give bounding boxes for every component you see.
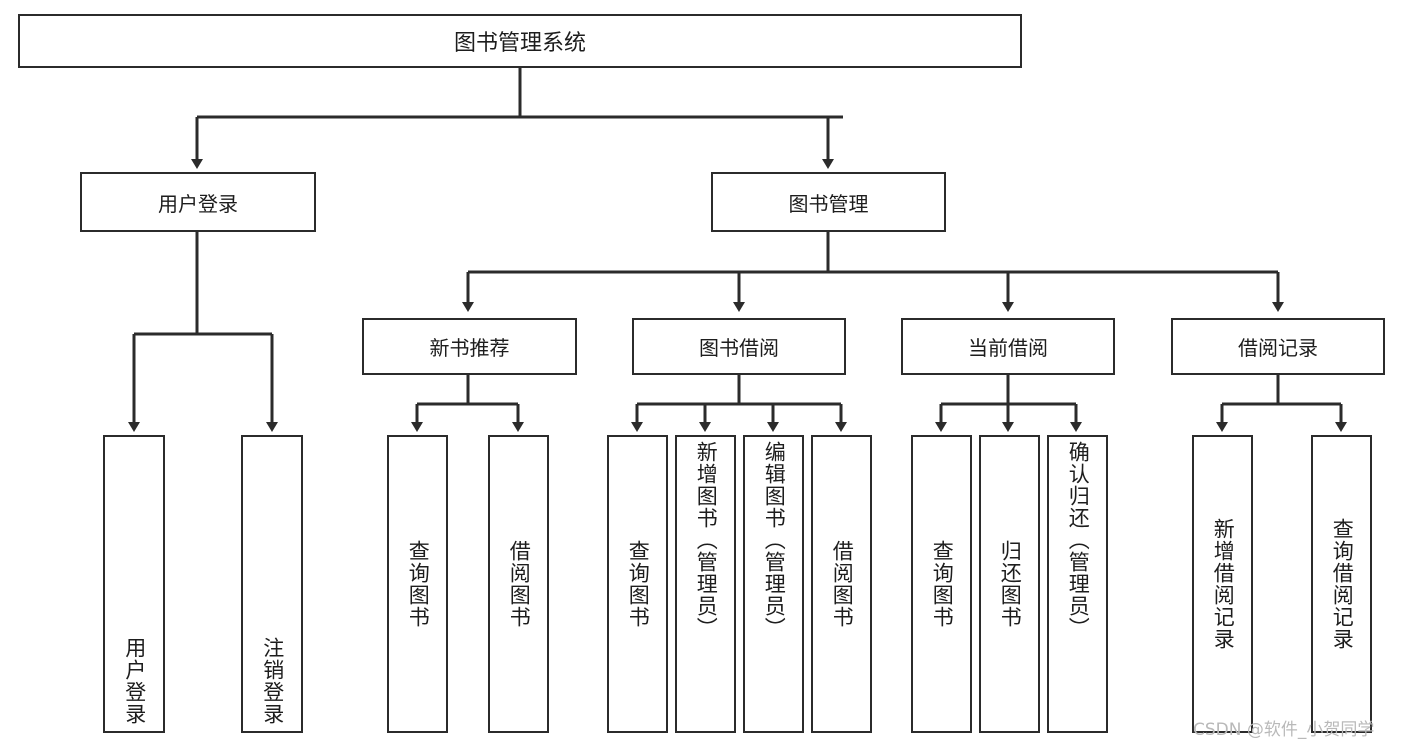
leaf-confirm-return-admin[interactable]: 确认归还（管理员） (1047, 435, 1108, 733)
node-root[interactable]: 图书管理系统 (18, 14, 1022, 68)
node-current-borrow[interactable]: 当前借阅 (901, 318, 1115, 375)
leaf-query-borrow-record[interactable]: 查询借阅记录 (1311, 435, 1372, 733)
node-new-book-recommend-label: 新书推荐 (429, 336, 510, 360)
leaf-user-login-label: 用户登录 (122, 637, 147, 725)
leaf-edit-book-admin-label: 编辑图书（管理员） (762, 441, 787, 639)
leaf-add-borrow-record-label: 新增借阅记录 (1211, 518, 1236, 650)
leaf-logout[interactable]: 注销登录 (241, 435, 303, 733)
leaf-query-borrow-record-label: 查询借阅记录 (1330, 518, 1355, 650)
leaf-logout-label: 注销登录 (260, 637, 285, 725)
leaf-query-book-new-label: 查询图书 (406, 540, 431, 628)
leaf-query-book-current-label: 查询图书 (930, 540, 955, 628)
leaf-add-book-admin-label: 新增图书（管理员） (694, 441, 719, 639)
leaf-query-book-current[interactable]: 查询图书 (911, 435, 972, 733)
leaf-user-login[interactable]: 用户登录 (103, 435, 165, 733)
node-book-management-label: 图书管理 (788, 191, 869, 216)
leaf-borrow-book-new[interactable]: 借阅图书 (488, 435, 549, 733)
leaf-query-book-new[interactable]: 查询图书 (387, 435, 448, 733)
node-current-borrow-label: 当前借阅 (968, 336, 1048, 360)
leaf-return-book[interactable]: 归还图书 (979, 435, 1040, 733)
leaf-query-book-borrow-label: 查询图书 (626, 540, 651, 628)
node-new-book-recommend[interactable]: 新书推荐 (362, 318, 577, 375)
leaf-edit-book-admin[interactable]: 编辑图书（管理员） (743, 435, 804, 733)
node-borrow-record[interactable]: 借阅记录 (1171, 318, 1385, 375)
leaf-borrow-book-new-label: 借阅图书 (507, 540, 532, 628)
leaf-query-book-borrow[interactable]: 查询图书 (607, 435, 668, 733)
leaf-confirm-return-admin-label: 确认归还（管理员） (1066, 441, 1091, 639)
leaf-borrow-book-label: 借阅图书 (830, 540, 855, 628)
node-book-borrow-label: 图书借阅 (699, 336, 779, 360)
leaf-add-book-admin[interactable]: 新增图书（管理员） (675, 435, 736, 733)
node-borrow-record-label: 借阅记录 (1238, 336, 1318, 360)
node-root-label: 图书管理系统 (453, 31, 586, 56)
leaf-return-book-label: 归还图书 (998, 540, 1023, 628)
leaf-borrow-book[interactable]: 借阅图书 (811, 435, 872, 733)
node-user-login-label: 用户登录 (158, 191, 238, 216)
node-book-management[interactable]: 图书管理 (711, 172, 946, 232)
node-user-login[interactable]: 用户登录 (80, 172, 316, 232)
node-book-borrow[interactable]: 图书借阅 (632, 318, 846, 375)
leaf-add-borrow-record[interactable]: 新增借阅记录 (1192, 435, 1253, 733)
watermark: CSDN @软件_小贺同学 (1193, 720, 1375, 740)
